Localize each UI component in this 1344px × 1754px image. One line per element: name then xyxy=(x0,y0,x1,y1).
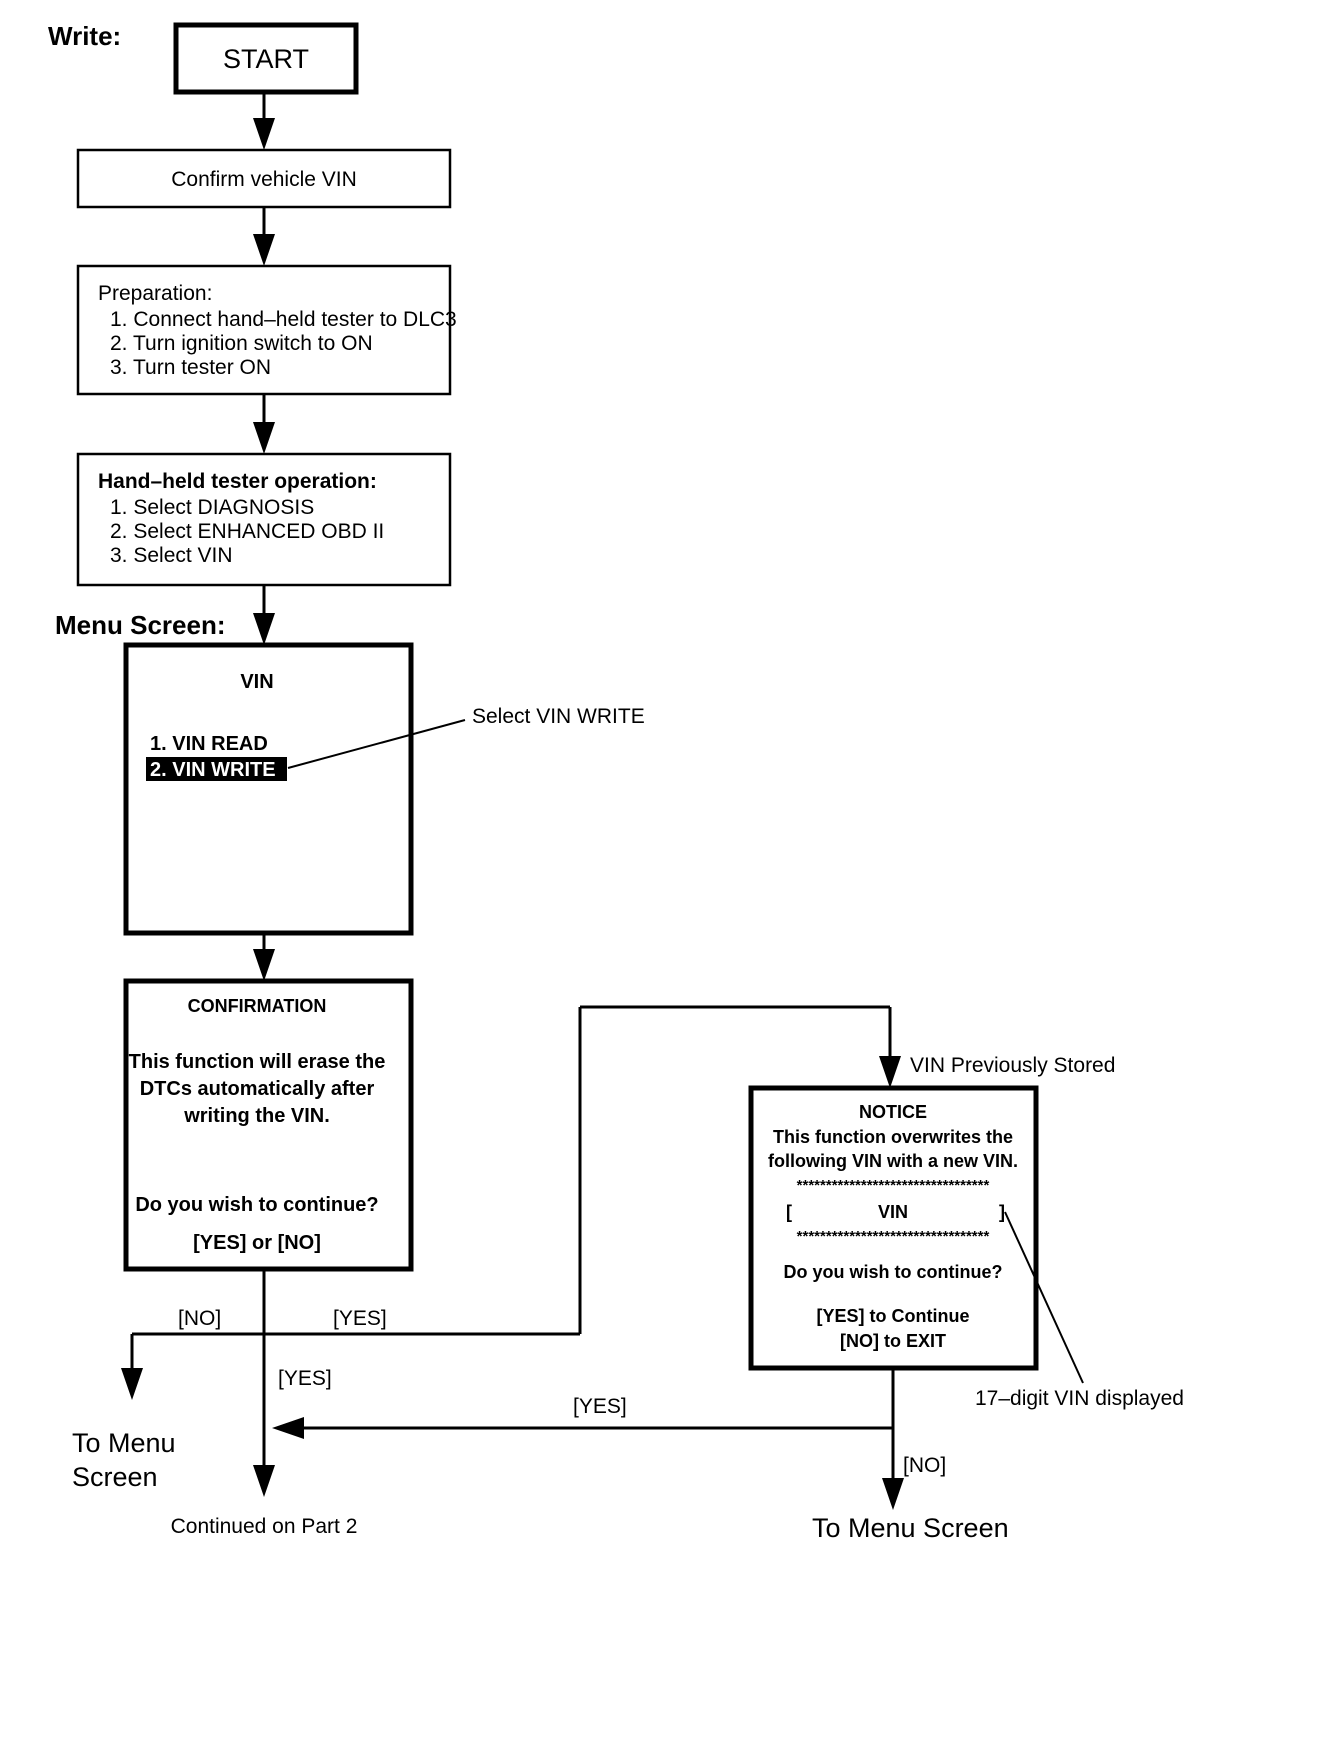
start-box xyxy=(173,22,359,95)
confirmation-box xyxy=(123,978,414,1272)
arrowhead-yes-continued xyxy=(253,1465,275,1497)
vin-menu-item-vin-read[interactable]: 1. VIN READ xyxy=(150,733,268,755)
preparation-box xyxy=(76,264,452,396)
terminal-to-menu-screen-left-line2: Screen xyxy=(72,1462,158,1492)
notice-option-no: [NO] to EXIT xyxy=(840,1331,946,1351)
callout-vin-previously-stored: VIN Previously Stored xyxy=(910,1054,1115,1077)
terminal-continued-on-part-2: Continued on Part 2 xyxy=(171,1515,358,1538)
callout-line-select-vin-write xyxy=(287,719,466,769)
tester-operation-step-2: 2. Select ENHANCED OBD II xyxy=(110,520,384,543)
edge-label-no-left: [NO] xyxy=(178,1307,221,1330)
arrowhead-tester-to-vin-menu xyxy=(253,613,275,645)
preparation-title: Preparation: xyxy=(98,282,212,305)
vin-menu-item-vin-write[interactable]: 2. VIN WRITE xyxy=(150,759,276,781)
notice-title: NOTICE xyxy=(859,1102,927,1122)
vin-menu-box xyxy=(123,642,414,936)
callout-vin-digits: 17–digit VIN displayed xyxy=(975,1387,1184,1410)
notice-box xyxy=(748,1085,1039,1371)
notice-option-yes: [YES] to Continue xyxy=(817,1306,970,1326)
preparation-step-3: 3. Turn tester ON xyxy=(110,356,271,379)
confirm-vin-label: Confirm vehicle VIN xyxy=(171,168,357,191)
notice-separator-top: ********************************* xyxy=(797,1177,990,1194)
notice-vin-value: VIN xyxy=(878,1202,908,1222)
terminal-to-menu-screen-left-line1: To Menu xyxy=(72,1428,176,1458)
arrowhead-into-notice xyxy=(879,1056,901,1088)
arrowhead-preparation-to-tester xyxy=(253,422,275,454)
arrowhead-vin-menu-to-confirmation xyxy=(253,949,275,981)
confirmation-line-2: DTCs automatically after xyxy=(140,1078,375,1100)
confirmation-line-3: writing the VIN. xyxy=(183,1105,330,1127)
arrowhead-notice-yes-return xyxy=(272,1417,304,1439)
arrowhead-notice-no xyxy=(882,1478,904,1510)
confirm-vin-box xyxy=(76,148,452,209)
arrowhead-start-to-confirm xyxy=(253,118,275,150)
arrowhead-confirm-to-preparation xyxy=(253,234,275,266)
notice-line-2: following VIN with a new VIN. xyxy=(768,1151,1018,1171)
terminal-to-menu-screen-right: To Menu Screen xyxy=(812,1513,1009,1543)
edge-label-yes-return: [YES] xyxy=(573,1395,627,1418)
edge-label-no-notice: [NO] xyxy=(903,1454,946,1477)
callout-line-vin-digits xyxy=(1004,1211,1084,1384)
confirmation-line-1: This function will erase the xyxy=(129,1051,386,1073)
notice-question: Do you wish to continue? xyxy=(784,1262,1003,1282)
start-label: START xyxy=(223,44,309,74)
preparation-step-2: 2. Turn ignition switch to ON xyxy=(110,332,373,355)
notice-line-1: This function overwrites the xyxy=(773,1127,1013,1147)
confirmation-options: [YES] or [NO] xyxy=(193,1232,321,1254)
menu-screen-label: Menu Screen: xyxy=(55,610,226,640)
tester-operation-title: Hand–held tester operation: xyxy=(98,470,377,493)
confirmation-question: Do you wish to continue? xyxy=(135,1194,378,1216)
tester-operation-step-3: 3. Select VIN xyxy=(110,544,233,567)
notice-vin-bracket-right: ] xyxy=(999,1202,1005,1222)
callout-select-vin-write: Select VIN WRITE xyxy=(472,705,645,728)
edge-label-yes-down: [YES] xyxy=(278,1367,332,1390)
arrowhead-no-to-menu-screen xyxy=(121,1368,143,1400)
section-label: Write: xyxy=(48,21,121,51)
notice-separator-bottom: ********************************* xyxy=(797,1228,990,1245)
tester-operation-step-1: 1. Select DIAGNOSIS xyxy=(110,496,314,519)
preparation-step-1: 1. Connect hand–held tester to DLC3 xyxy=(110,308,457,331)
confirmation-title: CONFIRMATION xyxy=(188,996,327,1016)
vin-menu-item-highlight xyxy=(146,757,287,781)
vin-menu-title: VIN xyxy=(240,671,273,693)
notice-vin-bracket-left: [ xyxy=(786,1202,792,1222)
edge-label-yes-right: [YES] xyxy=(333,1307,387,1330)
